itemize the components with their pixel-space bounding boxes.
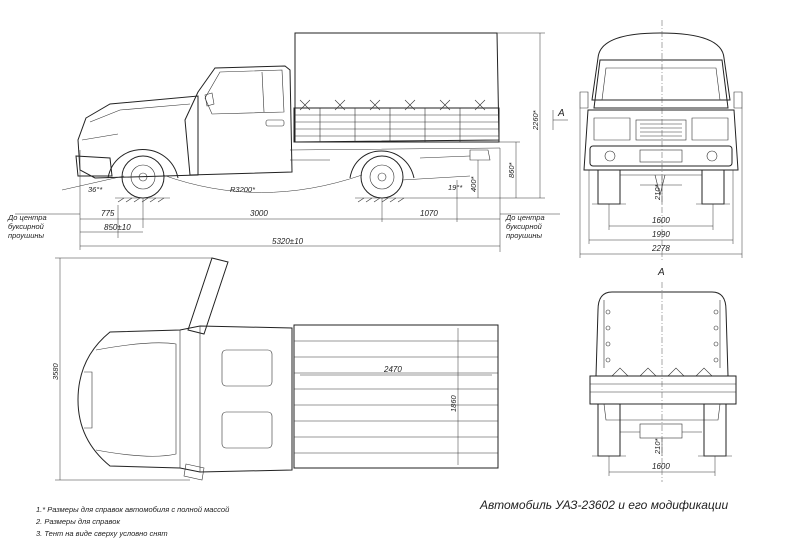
dim-height: 2260*: [531, 109, 540, 131]
tow-right-line-1: До центра: [505, 213, 545, 222]
front-right-wheel: [701, 169, 725, 205]
front-dim-clearance: 210*: [653, 183, 662, 201]
front-dim-width-overall: 2278: [651, 244, 670, 253]
section-label-front: A: [657, 267, 665, 278]
front-left-wheel: [597, 169, 621, 205]
dim-radius: R3200*: [230, 185, 256, 194]
top-dim-platform-width: 1860: [449, 394, 458, 412]
top-platform: [293, 324, 499, 469]
tow-left-line-3: проушины: [8, 231, 44, 240]
rear-wheel: [360, 155, 404, 199]
top-dim-width: 3580: [51, 362, 60, 380]
top-cab: [77, 325, 293, 473]
rear-tailgate: [589, 375, 737, 405]
tow-right-line-3: проушины: [506, 231, 542, 240]
dim-platform-height: 860*: [507, 161, 516, 178]
cargo-ribs: [294, 99, 499, 142]
dim-rear-overhang: 1070: [420, 209, 438, 218]
dim-overall-length: 5320±10: [272, 237, 304, 246]
top-view: [55, 257, 499, 481]
cargo-box: [293, 107, 500, 143]
note-3: 3. Тент на виде сверху условно снят: [36, 529, 168, 538]
rear-right-wheel: [703, 403, 727, 457]
section-label-side: A: [557, 108, 565, 119]
tow-left-line-2: буксирной: [8, 222, 45, 231]
canopy: [294, 32, 500, 143]
rear-left-wheel: [597, 403, 621, 457]
dim-front-angle: 36°*: [88, 185, 103, 194]
tow-right-line-2: буксирной: [506, 222, 543, 231]
cab: [184, 65, 293, 176]
dim-rear-angle: 19°*: [448, 183, 463, 192]
rear-dim-clearance: 210*: [653, 437, 662, 455]
dim-wheelbase: 3000: [250, 209, 268, 218]
rear-view: [589, 282, 737, 482]
rear-dim-track: 1600: [652, 462, 670, 471]
front-grille: [635, 119, 687, 141]
front-dim-width-mirrors: 1990: [652, 230, 670, 239]
dim-front-to-axle: 850±10: [104, 223, 131, 232]
note-2: 2. Размеры для справок: [35, 517, 120, 526]
front-dim-track: 1600: [652, 216, 670, 225]
tow-left-line-1: До центра: [7, 213, 47, 222]
front-view: [579, 20, 743, 262]
side-view: [15, 32, 568, 252]
front-canopy: [591, 32, 731, 101]
top-dim-platform-length: 2470: [383, 365, 402, 374]
note-1: 1.* Размеры для справок автомобиля с пол…: [36, 505, 230, 514]
dim-rear-clearance: 400*: [469, 175, 478, 192]
rear-canopy: [595, 291, 729, 377]
drawing-title: Автомобиль УАЗ-23602 и его модификации: [479, 498, 728, 512]
dim-front-overhang: 775: [101, 209, 115, 218]
open-door: [187, 257, 229, 335]
hood: [77, 95, 199, 179]
